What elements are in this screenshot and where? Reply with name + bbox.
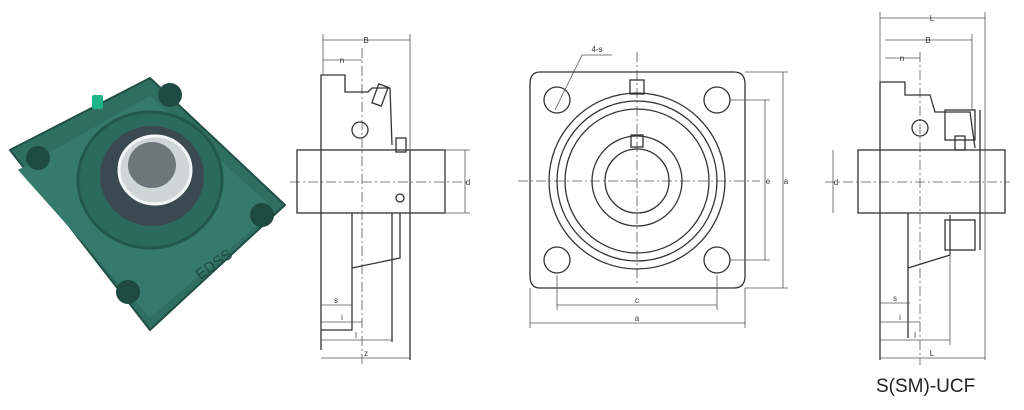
dim-label-e: e (766, 177, 771, 186)
bolt-hole (543, 246, 571, 274)
dim-label-n: n (340, 56, 344, 65)
dim-label-i: i (341, 313, 343, 322)
dim-label-B: B (363, 36, 368, 45)
dim-label-i-cover: i (899, 313, 901, 322)
model-caption: S(SM)-UCF (876, 376, 975, 397)
bolt-hole (703, 86, 731, 114)
dim-label-c: c (635, 296, 639, 305)
dim-label-holes: 4-s (591, 45, 602, 54)
bore (128, 142, 176, 188)
bolt-hole (543, 86, 571, 114)
mount-hole (250, 203, 274, 227)
mount-hole (158, 83, 182, 107)
dim-label-l-cover: l (914, 331, 916, 340)
grease-fitting (92, 95, 103, 109)
side-view-drawing: B n d s i l z (290, 34, 470, 365)
dim-label-d-cover: d (834, 178, 838, 187)
front-view-drawing: 4-s c a e a (518, 45, 789, 328)
dim-label-z: z (364, 349, 368, 358)
mount-hole (116, 280, 140, 304)
dim-label-a-horizontal: a (635, 314, 640, 323)
dim-label-L-top: L (930, 14, 935, 23)
dim-label-B-cover: B (925, 36, 930, 45)
dim-label-a-vertical: a (784, 177, 789, 186)
dim-label-n-cover: n (900, 54, 904, 63)
dim-label-s: s (334, 296, 338, 305)
dim-label-l: l (355, 331, 357, 340)
bolt-hole (703, 246, 731, 274)
cover-view-drawing: L B n d s i l L S(SM)-UCF (825, 12, 1010, 397)
dim-label-s-cover: s (893, 294, 897, 303)
dim-label-d: d (466, 178, 470, 187)
product-photo: EDSS (9, 77, 286, 331)
mount-hole (26, 146, 50, 170)
dim-label-L-bottom: L (930, 349, 935, 358)
